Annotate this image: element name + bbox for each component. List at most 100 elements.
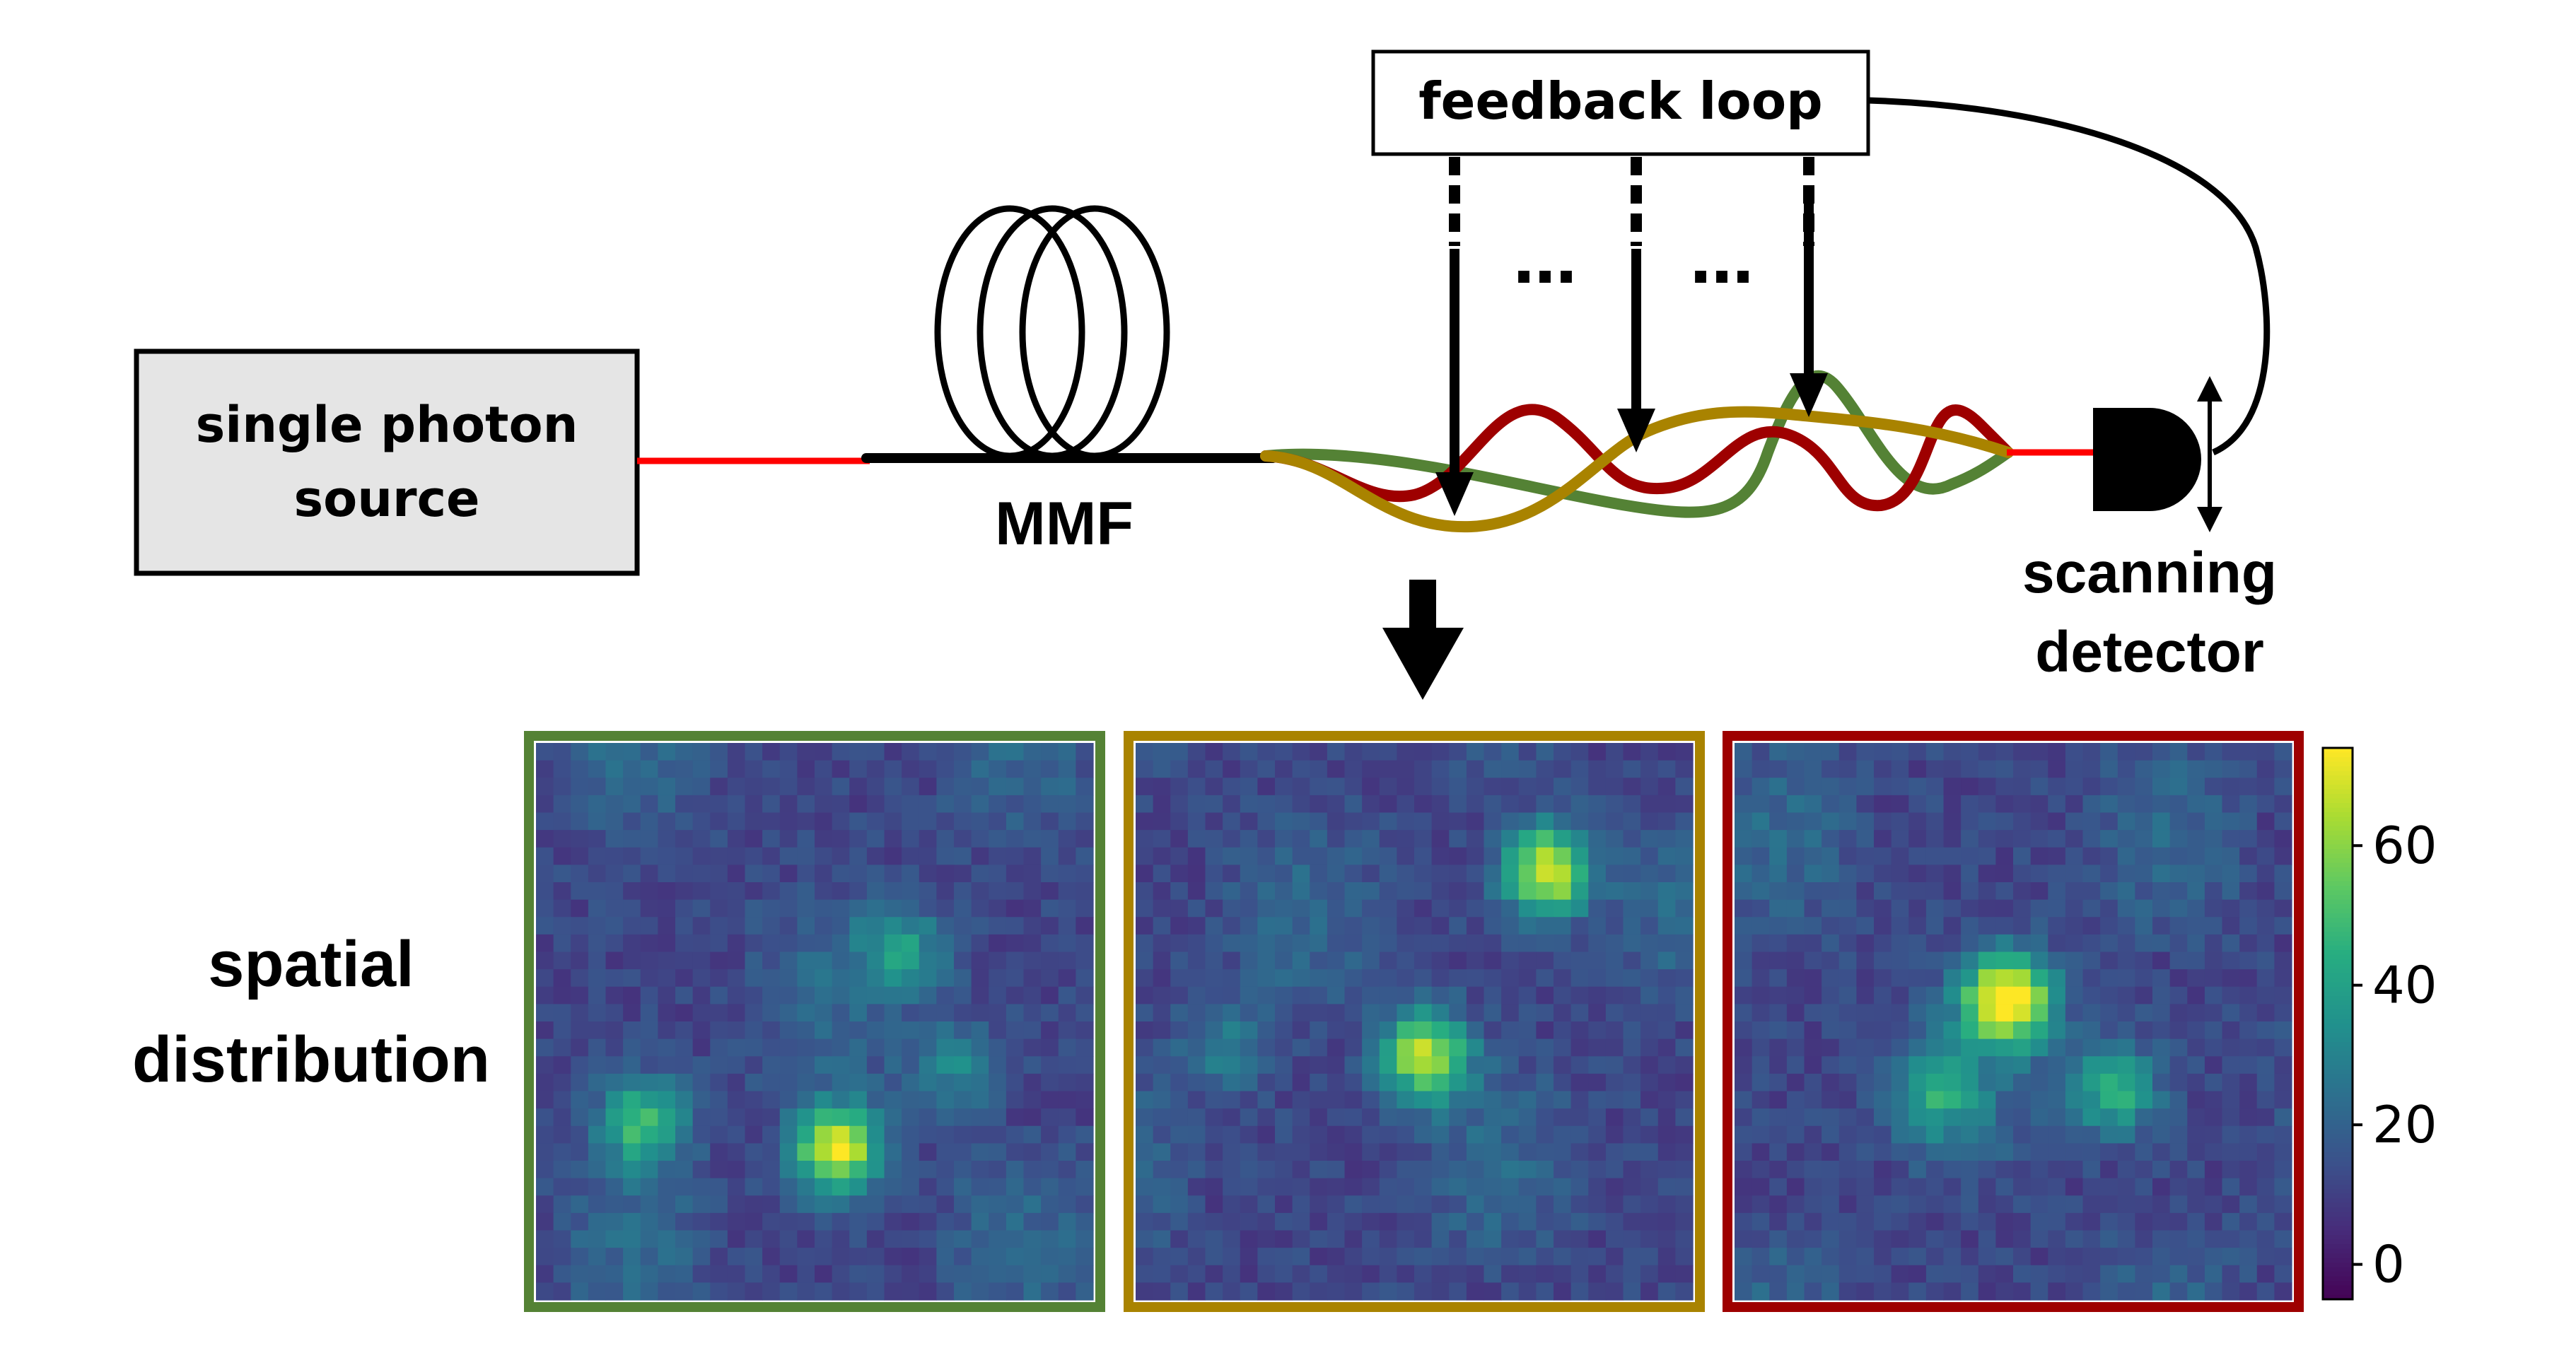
heatmap-cell [2152, 795, 2171, 814]
heatmap-cell [1170, 1230, 1189, 1248]
heatmap-cell [605, 986, 624, 1004]
heatmap-cell [2030, 951, 2048, 970]
heatmap-cell [1874, 1108, 1892, 1127]
heatmap-cell [1362, 1056, 1380, 1074]
heatmap-cell [1153, 1056, 1171, 1074]
heatmap-cell [1484, 986, 1502, 1004]
heatmap-cell [675, 1143, 694, 1161]
heatmap-cell [866, 743, 885, 761]
colorbar-segment [2323, 1005, 2353, 1011]
heatmap-cell [1752, 1265, 1770, 1283]
heatmap-cell [1995, 1108, 2014, 1127]
heatmap-cell [866, 1021, 885, 1040]
heatmap-cell [1006, 743, 1025, 761]
heatmap-cell [1769, 1212, 1788, 1231]
heatmap-cell [762, 812, 781, 831]
heatmap-cell [536, 1230, 554, 1248]
heatmap-cell [1449, 951, 1467, 970]
heatmap-cell [1675, 795, 1694, 814]
heatmap-cell [1414, 1161, 1433, 1179]
heatmap-cell [971, 1161, 989, 1179]
heatmap-cell [866, 969, 885, 988]
heatmap-cell [1995, 1282, 2014, 1301]
heatmap-cell [762, 1108, 781, 1127]
heatmap-cell [623, 1038, 641, 1057]
heatmap-cell [2117, 1248, 2135, 1266]
heatmap-cell [2065, 951, 2084, 970]
heatmap-cell [1518, 812, 1537, 831]
heatmap-cell [1925, 1108, 1945, 1127]
colorbar-segment [2323, 1111, 2353, 1116]
heatmap-cell [1943, 1056, 1962, 1074]
heatmap-cell [1466, 882, 1485, 901]
heatmap-cell [1058, 917, 1076, 935]
heatmap-cell [536, 1038, 554, 1057]
heatmap-cell [536, 830, 554, 848]
heatmap-cell [2117, 951, 2135, 970]
heatmap-cell [1414, 969, 1433, 988]
heatmap-cell [1041, 882, 1059, 901]
heatmap-cell [727, 743, 746, 761]
heatmap-cell [1379, 1056, 1397, 1074]
heatmap-cell [1257, 1178, 1276, 1196]
heatmap-cell [971, 1038, 989, 1057]
heatmap-cell [1023, 778, 1042, 796]
colorbar-segment [2323, 1281, 2353, 1287]
heatmap-cell [2065, 1178, 2084, 1196]
heatmap-cell [1925, 986, 1945, 1004]
heatmap-cell [1257, 760, 1276, 778]
heatmap-cell [1076, 847, 1094, 865]
heatmap-cell [1136, 1021, 1154, 1040]
heatmap-cell [1327, 1056, 1346, 1074]
heatmap-cell [1414, 812, 1433, 831]
heatmap-cell [2204, 1021, 2223, 1040]
heatmap-cell [1554, 1212, 1572, 1231]
heatmap-cell [884, 1212, 902, 1231]
heatmap-cell [1023, 1248, 1042, 1266]
heatmap-cell [1362, 917, 1380, 935]
heatmap-cell [1588, 934, 1607, 953]
heatmap-cell [762, 1021, 781, 1040]
heatmap-cell [2030, 1195, 2048, 1214]
heatmap-cell [2082, 899, 2101, 918]
colorbar-segment [2323, 771, 2353, 776]
heatmap-cell [2030, 778, 2048, 796]
heatmap-cell [2169, 882, 2188, 901]
heatmap-cell [710, 1248, 728, 1266]
heatmap-cell [1136, 1125, 1154, 1144]
heatmap-cell [2082, 1073, 2101, 1092]
heatmap-cell [1978, 847, 1996, 865]
heatmap-cell [919, 1056, 937, 1074]
heatmap-cell [2239, 1108, 2258, 1127]
heatmap-cell [1554, 1056, 1572, 1074]
heatmap-cell [1995, 795, 2014, 814]
heatmap-cell [710, 1021, 728, 1040]
heatmap-cell [1804, 1161, 1822, 1179]
heatmap-cell [1431, 917, 1450, 935]
heatmap-cell [1006, 951, 1025, 970]
heatmap-cell [1657, 1282, 1676, 1301]
heatmap-cell [1908, 1125, 1927, 1144]
heatmap-cell [1431, 760, 1450, 778]
heatmap-cell [623, 1230, 641, 1248]
colorbar-segment [2323, 922, 2353, 928]
heatmap-cell [884, 969, 902, 988]
heatmap-cell [936, 830, 955, 848]
heatmap-cell [1908, 778, 1927, 796]
heatmap-cell [1414, 1143, 1433, 1161]
heatmap-cell [605, 865, 624, 883]
colorbar-segment [2323, 987, 2353, 992]
source-label-line1: single photon [196, 396, 578, 454]
heatmap-cell [815, 1230, 833, 1248]
heatmap-cell [2204, 1125, 2223, 1144]
heatmap-cell [1006, 795, 1025, 814]
heatmap-cell [1223, 1230, 1241, 1248]
heatmap-cell [623, 917, 641, 935]
heatmap-cell [1076, 1021, 1094, 1040]
heatmap-cell [2274, 1143, 2292, 1161]
heatmap-cell [849, 1108, 868, 1127]
heatmap-cell [1205, 986, 1223, 1004]
heatmap-cell [675, 1212, 694, 1231]
colorbar-segment [2323, 913, 2353, 919]
heatmap-cell [1838, 1282, 1857, 1301]
